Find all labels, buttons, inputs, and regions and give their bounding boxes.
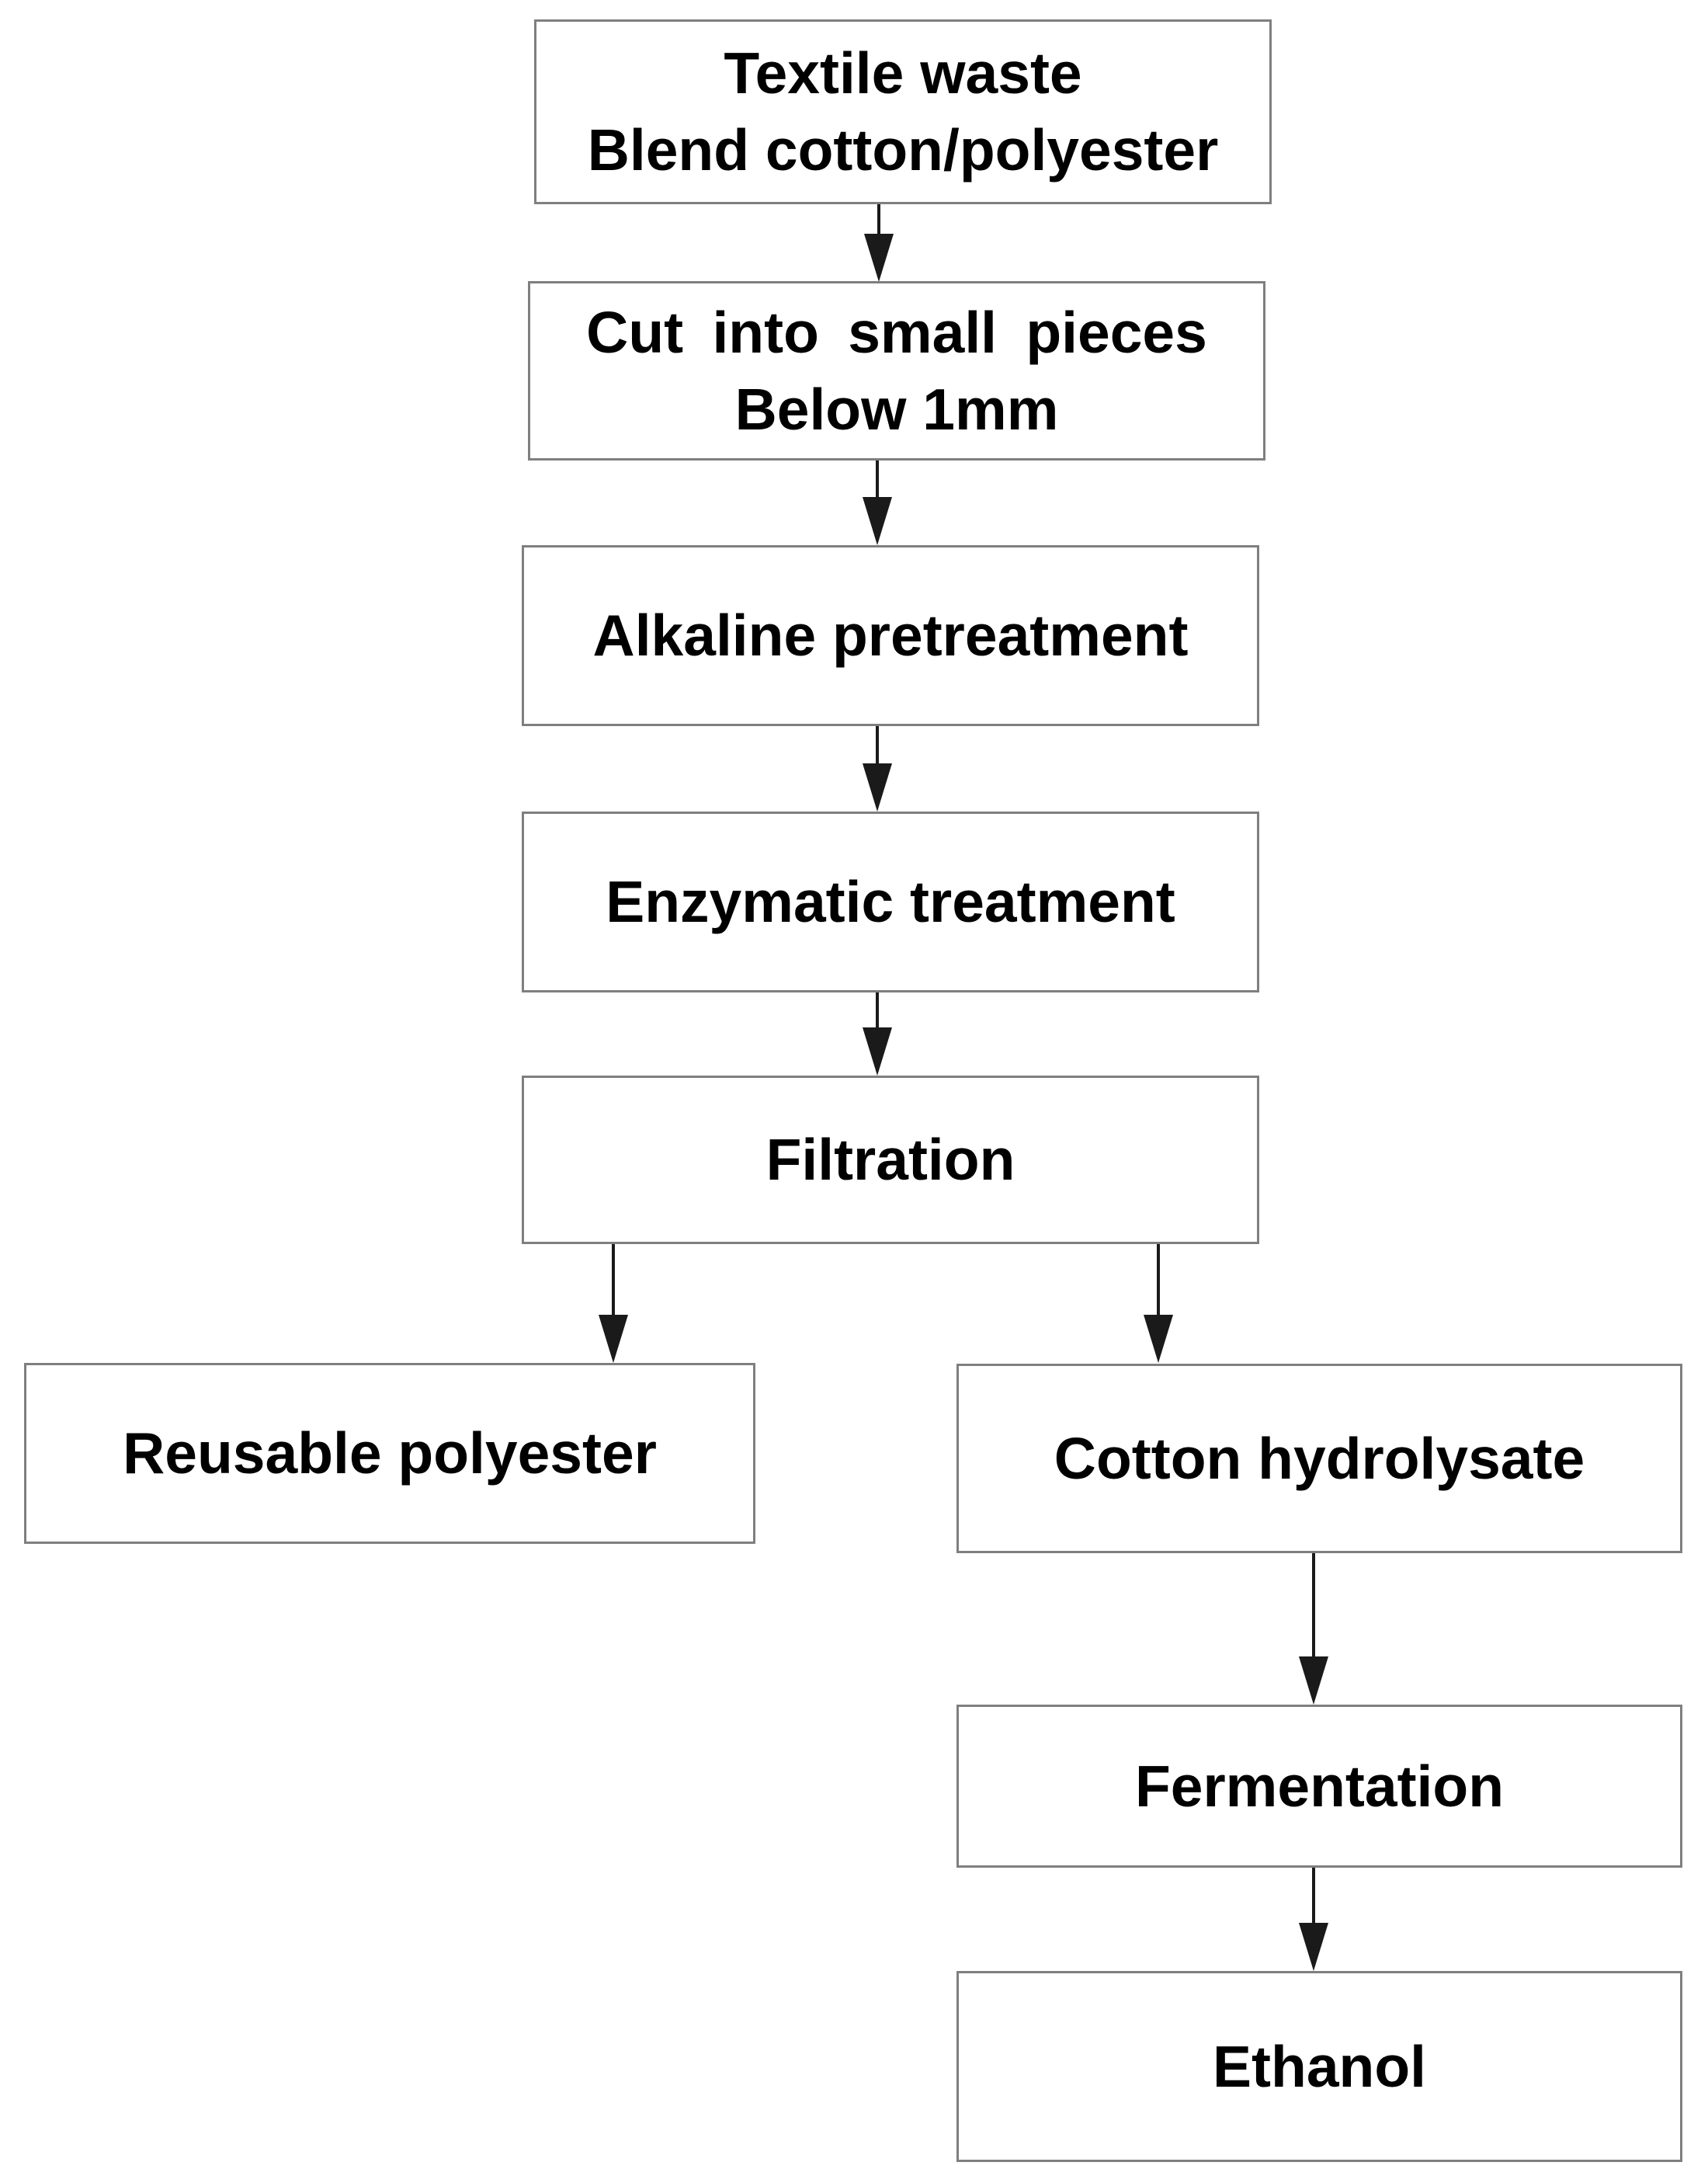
arrow-shaft	[1312, 1553, 1315, 1656]
arrow-shaft	[876, 992, 879, 1027]
node-textile-waste: Textile waste Blend cotton/polyester	[534, 19, 1272, 204]
node-cotton-hydrolysate: Cotton hydrolysate	[956, 1364, 1682, 1553]
node-cut-pieces: Cut into small pieces Below 1mm	[528, 281, 1265, 461]
node-ethanol-label: Ethanol	[1213, 2033, 1426, 2099]
node-textile-waste-line1: Textile waste	[724, 40, 1082, 106]
arrowhead-down-icon	[864, 234, 894, 282]
arrow-shaft	[876, 461, 879, 497]
arrow-alkaline-to-enzymatic	[863, 726, 892, 812]
arrowhead-down-icon	[863, 763, 892, 812]
arrow-shaft	[612, 1244, 615, 1315]
node-textile-waste-line2: Blend cotton/polyester	[587, 117, 1219, 182]
arrowhead-down-icon	[1299, 1923, 1328, 1971]
node-reusable-polyester: Reusable polyester	[24, 1363, 755, 1544]
node-cotton-hydrolysate-label: Cotton hydrolysate	[1054, 1425, 1585, 1491]
node-alkaline-label: Alkaline pretreatment	[592, 603, 1189, 668]
node-fermentation: Fermentation	[956, 1705, 1682, 1868]
node-enzymatic-label: Enzymatic treatment	[606, 869, 1175, 934]
arrowhead-down-icon	[1144, 1315, 1173, 1363]
arrow-filtration-to-cotton-hydrolysate	[1144, 1244, 1173, 1363]
node-filtration-label: Filtration	[765, 1127, 1015, 1192]
node-fermentation-label: Fermentation	[1134, 1753, 1505, 1819]
node-alkaline-pretreatment: Alkaline pretreatment	[522, 545, 1259, 726]
arrowhead-down-icon	[863, 1027, 892, 1076]
arrow-shaft	[876, 726, 879, 763]
arrow-shaft	[1312, 1868, 1315, 1923]
arrow-cotton-to-fermentation	[1299, 1553, 1328, 1705]
node-filtration: Filtration	[522, 1076, 1259, 1244]
arrowhead-down-icon	[599, 1315, 628, 1363]
node-enzymatic-treatment: Enzymatic treatment	[522, 812, 1259, 992]
arrow-shaft	[1157, 1244, 1160, 1315]
arrow-filtration-to-reusable-polyester	[599, 1244, 628, 1363]
node-ethanol: Ethanol	[956, 1971, 1682, 2162]
arrowhead-down-icon	[1299, 1656, 1328, 1705]
node-reusable-polyester-label: Reusable polyester	[123, 1420, 657, 1486]
arrow-fermentation-to-ethanol	[1299, 1868, 1328, 1971]
arrow-shaft	[877, 204, 880, 234]
node-cut-pieces-line1: Cut into small pieces	[586, 299, 1207, 365]
arrow-enzymatic-to-filtration	[863, 992, 892, 1076]
arrowhead-down-icon	[863, 497, 892, 545]
arrow-textile-to-cut	[864, 204, 894, 282]
arrow-cut-to-alkaline	[863, 461, 892, 545]
node-cut-pieces-line2: Below 1mm	[734, 376, 1059, 442]
